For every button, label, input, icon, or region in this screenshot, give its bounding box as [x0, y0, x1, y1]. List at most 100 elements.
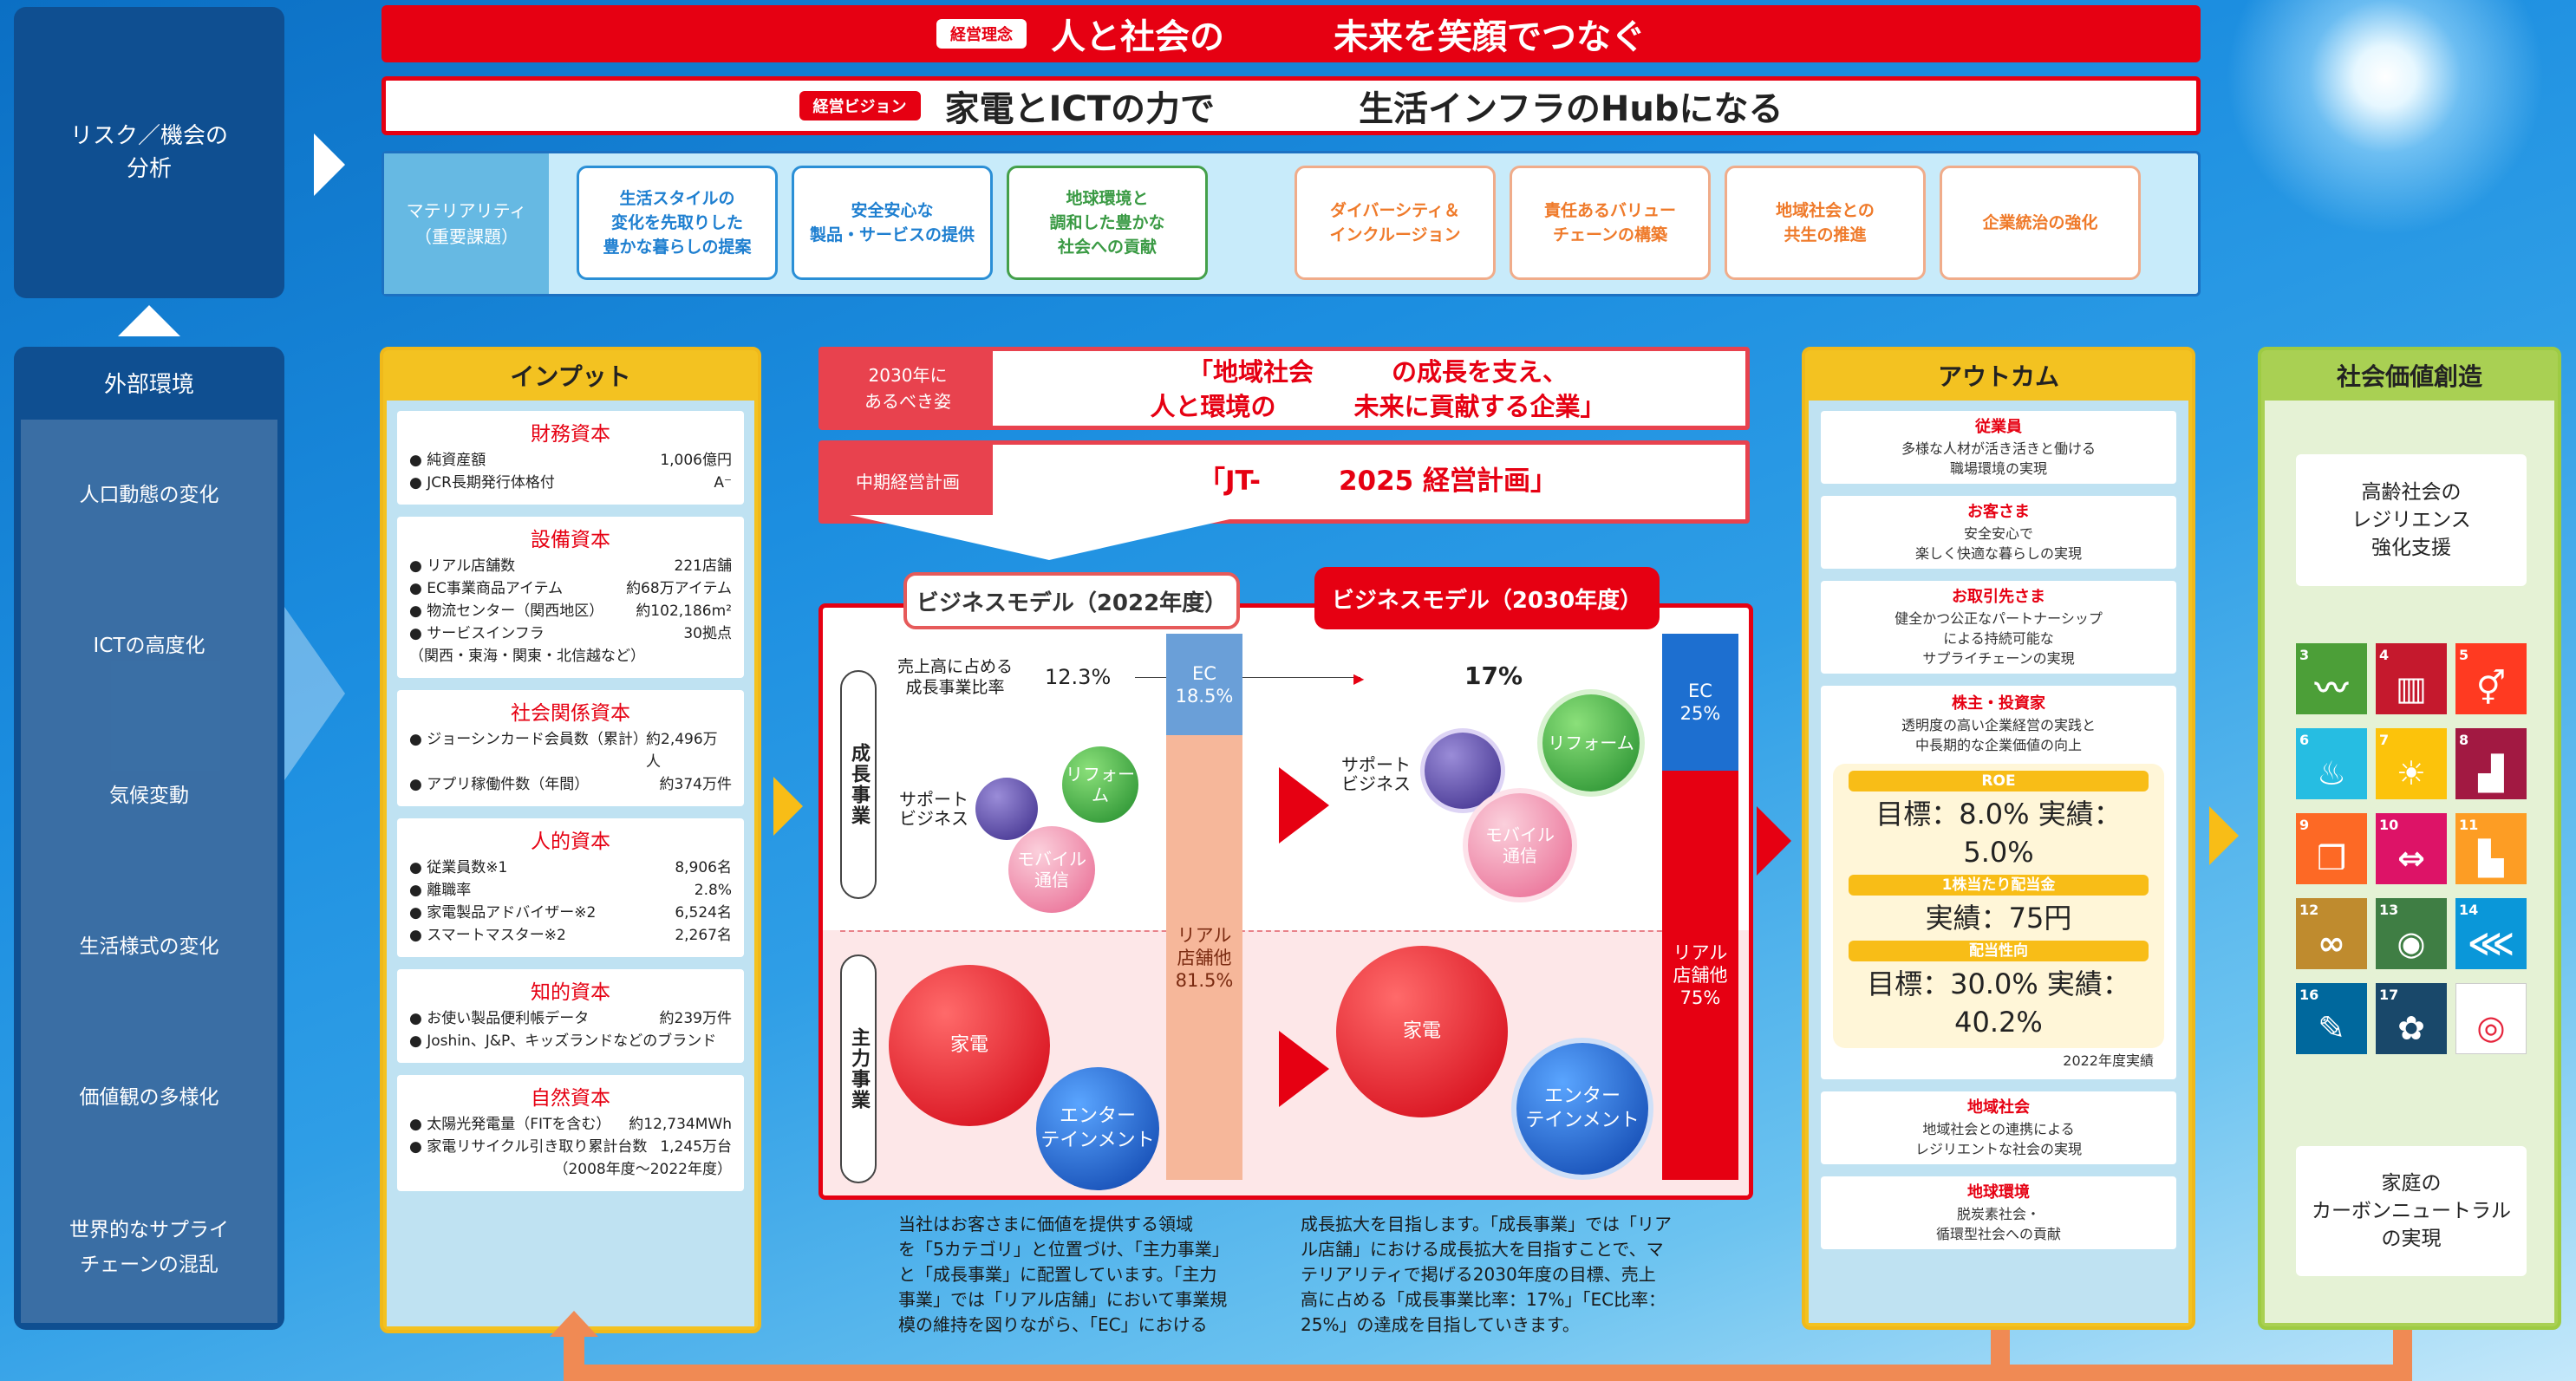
capital-value: 約12,734MWh	[629, 1116, 732, 1133]
sdg-tile-4: 4▥	[2376, 643, 2447, 714]
real-line: 81.5%	[1175, 969, 1234, 991]
materiality-card: 企業統治の強化	[1940, 166, 2141, 280]
ec-line: 25%	[1679, 703, 1721, 724]
divider	[840, 930, 1731, 932]
growth-ratio-label: 売上高に占める成長事業比率	[897, 656, 1013, 698]
chevron-right-icon	[314, 134, 345, 196]
mobile-line: 通信	[1034, 870, 1069, 890]
capital-item: ● EC事業商品アイテム	[409, 580, 564, 597]
loop-line	[2393, 1330, 2412, 1381]
sdg-tile-10: 10⇔	[2376, 813, 2447, 884]
flow-arrow	[284, 607, 345, 780]
goal-label-line: 2030年に	[868, 365, 948, 386]
sdg-tile-16: 16✎	[2296, 983, 2367, 1054]
cubes-icon: ❒	[2316, 839, 2347, 877]
midterm-plan-box: 中期経営計画 「JT-2025 経営計画」	[818, 440, 1750, 524]
sdg-number: 8	[2459, 732, 2469, 748]
kaden-bubble: 家電	[1336, 946, 1508, 1117]
capital-row: ● 家電製品アドバイザー※2 6,524名	[409, 902, 732, 924]
outcome-card: お客さま安全安心で楽しく快適な暮らしの実現	[1821, 496, 2176, 569]
investor-card: 株主・投資家 透明度の高い企業経営の実践と 中長期的な企業価値の向上 ROE 目…	[1821, 686, 2176, 1079]
vision-tag: 経営ビジョン	[799, 91, 921, 121]
tab-business-model-2022: ビジネスモデル（2022年度）	[903, 572, 1240, 629]
investor-title: 株主・投資家	[1952, 694, 2045, 713]
capital-item: ● 家電製品アドバイザー※2	[409, 904, 597, 922]
sdg-number: 16	[2299, 987, 2319, 1003]
payout-label: 配当性向	[1849, 941, 2149, 961]
capital-row: ● Joshin、J&P、キッズランドなどのブランド	[409, 1030, 732, 1052]
sdg-tile-9: 9❒	[2296, 813, 2367, 884]
mobile-bubble: モバイル通信	[1468, 793, 1572, 897]
chevron-right-icon	[2209, 806, 2239, 865]
support-label: サポートビジネス	[899, 790, 968, 828]
materiality-card: 責任あるバリューチェーンの構築	[1510, 166, 1711, 280]
capital-row: ● EC事業商品アイテム約68万アイテム	[409, 577, 732, 600]
capital-item: ● Joshin、J&P、キッズランドなどのブランド	[409, 1032, 717, 1050]
sdg-number: 7	[2379, 732, 2390, 748]
description-line: を「5カテゴリ」と位置づけ、「主力事業」	[898, 1239, 1229, 1260]
real-line: リアル	[1177, 924, 1232, 946]
capital-item: ● 純資産額	[409, 452, 486, 469]
sdg-tile-6: 6♨	[2296, 728, 2367, 799]
risk-label-1: リスク／機会の	[69, 123, 228, 149]
materiality-card: 地球環境と調和した豊かな社会への貢献	[1007, 166, 1208, 280]
mobile-line: モバイル	[1485, 824, 1555, 845]
plan-text: 「JT-2025 経営計画」	[1014, 464, 1742, 498]
investor-note: 2022年度実績	[2063, 1052, 2154, 1069]
goal-text-part: の成長を支え、	[1392, 357, 1568, 387]
business-model-box: 成長事業 主力事業 売上高に占める成長事業比率 12.3% ▶ 17% サポート…	[818, 603, 1753, 1200]
ec-line: EC	[1688, 681, 1712, 701]
sdg-number: 17	[2379, 987, 2399, 1003]
input-title: インプット	[510, 362, 631, 391]
chevron-right-icon	[773, 777, 803, 836]
growth-ratio-2030: 17%	[1464, 661, 1523, 690]
arrow-head-icon: ▶	[1353, 670, 1365, 687]
arrow-line	[1135, 677, 1360, 678]
capital-title: 設備資本	[531, 529, 610, 551]
card-line: 責任あるバリュー	[1543, 201, 1676, 220]
dividend-value: 実績：75円	[1925, 902, 2072, 935]
materiality-strip: マテリアリティ（重要課題） 生活スタイルの変化を先取りした豊かな暮らしの提案 安…	[382, 151, 2201, 296]
capital-item: ● リアル店舗数	[409, 557, 516, 575]
description-line: 模の維持を図りながら、「EC」における	[898, 1314, 1208, 1335]
social-line: 強化支援	[2371, 537, 2451, 559]
infinity-icon: ∞	[2318, 924, 2345, 962]
capital-value: 6,524名	[675, 904, 732, 922]
outcome-card-line: レジリエントな社会の実現	[1914, 1141, 2082, 1157]
materiality-label-1: マテリアリティ	[406, 200, 527, 221]
mobile-bubble: モバイル通信	[1008, 826, 1095, 913]
capital-card: 自然資本● 太陽光発電量（FITを含む）約12,734MWh● 家電リサイクル引…	[397, 1075, 744, 1191]
sdg-tile-7: 7☀	[2376, 728, 2447, 799]
sdg-tile-13: 13◉	[2376, 898, 2447, 969]
support-business-bubble	[975, 778, 1038, 840]
description-line: 成長拡大を目指します。「成長事業」では「リア	[1301, 1214, 1672, 1234]
social-title: 社会価値創造	[2336, 362, 2482, 391]
external-item-line: 世界的なサプライ	[69, 1219, 229, 1242]
goal-text-part: 「地域社会	[1187, 357, 1314, 387]
capital-item: ● ジョーシンカード会員数（累計）	[409, 731, 648, 748]
book-icon: ▥	[2396, 669, 2427, 707]
roe-value: 目標：8.0% 実績：5.0%	[1875, 798, 2122, 869]
sdg-number: 14	[2459, 902, 2479, 918]
outcome-card: 地球環境脱炭素社会・循環型社会への貢献	[1821, 1176, 2176, 1249]
sdg-number: 5	[2459, 647, 2469, 663]
ent-line: テインメント	[1040, 1130, 1155, 1151]
flower-icon: ✿	[2397, 1009, 2425, 1047]
support-business-bubble	[1425, 733, 1501, 809]
reform-bubble: リフォーム	[1542, 694, 1640, 791]
card-line: 共生の推進	[1784, 225, 1867, 244]
outcome-card-line: 楽しく快適な暮らしの実現	[1914, 545, 2082, 562]
external-item: 人口動態の変化	[79, 483, 219, 506]
heartbeat-icon: 〰	[2314, 669, 2348, 707]
chevron-up-icon	[118, 305, 180, 336]
external-item: 気候変動	[109, 785, 189, 808]
social-line: の実現	[2381, 1228, 2442, 1250]
philosophy-text-a: 人と社会の	[1051, 17, 1224, 57]
city-icon: ▙	[2478, 839, 2504, 877]
